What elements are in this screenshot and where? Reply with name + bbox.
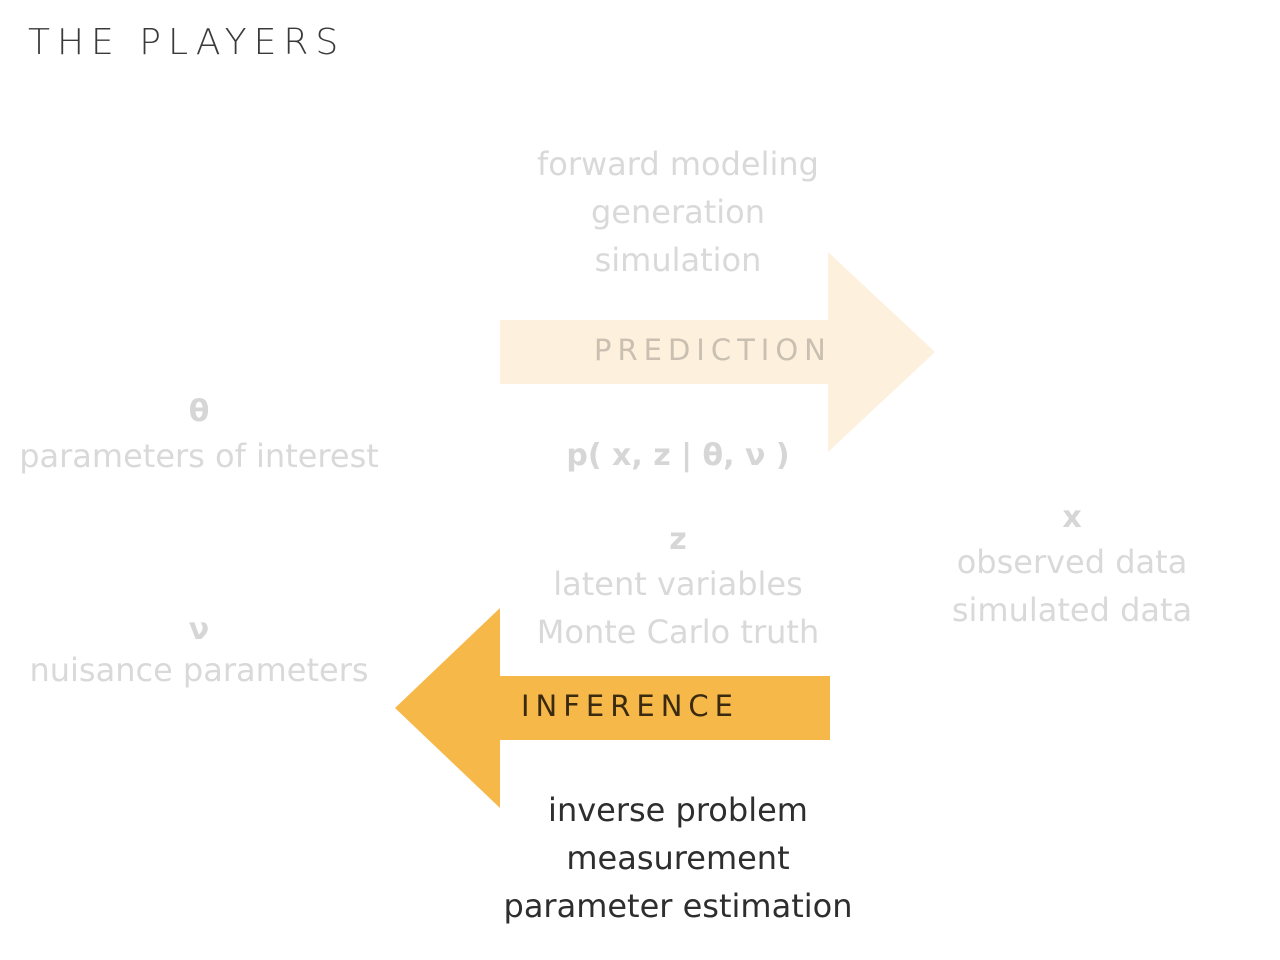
x-block: x observed data simulated data	[872, 498, 1272, 634]
inverse-problem-block: inverse problem measurement parameter es…	[478, 786, 878, 930]
prediction-label: PREDICTION	[594, 333, 832, 367]
page-title: THE PLAYERS	[28, 22, 346, 63]
theta-symbol: θ	[188, 394, 210, 429]
nu-symbol: ν	[188, 612, 210, 647]
simulation-line: simulation	[594, 241, 762, 279]
likelihood-formula: p( x, z | θ, ν )	[566, 438, 790, 473]
inference-arrow	[395, 608, 830, 808]
nu-block: ν nuisance parameters	[0, 610, 398, 690]
latent-variables-line: latent variables	[553, 565, 803, 603]
monte-carlo-truth-line: Monte Carlo truth	[536, 613, 820, 651]
theta-label: parameters of interest	[19, 437, 379, 475]
forward-modeling-block: forward modeling generation simulation	[478, 140, 878, 284]
observed-data-line: observed data	[956, 543, 1188, 581]
measurement-line: measurement	[566, 839, 790, 877]
nu-label: nuisance parameters	[29, 651, 369, 689]
parameter-estimation-line: parameter estimation	[503, 887, 853, 925]
x-symbol: x	[1062, 500, 1082, 535]
generation-line: generation	[590, 193, 766, 231]
z-symbol: z	[669, 522, 687, 557]
forward-modeling-line: forward modeling	[537, 145, 819, 183]
z-block: z latent variables Monte Carlo truth	[478, 520, 878, 656]
inference-label: INFERENCE	[521, 689, 739, 723]
theta-block: θ parameters of interest	[0, 392, 398, 480]
prediction-arrow	[500, 252, 935, 452]
inverse-problem-line: inverse problem	[548, 791, 808, 829]
simulated-data-line: simulated data	[951, 591, 1193, 629]
